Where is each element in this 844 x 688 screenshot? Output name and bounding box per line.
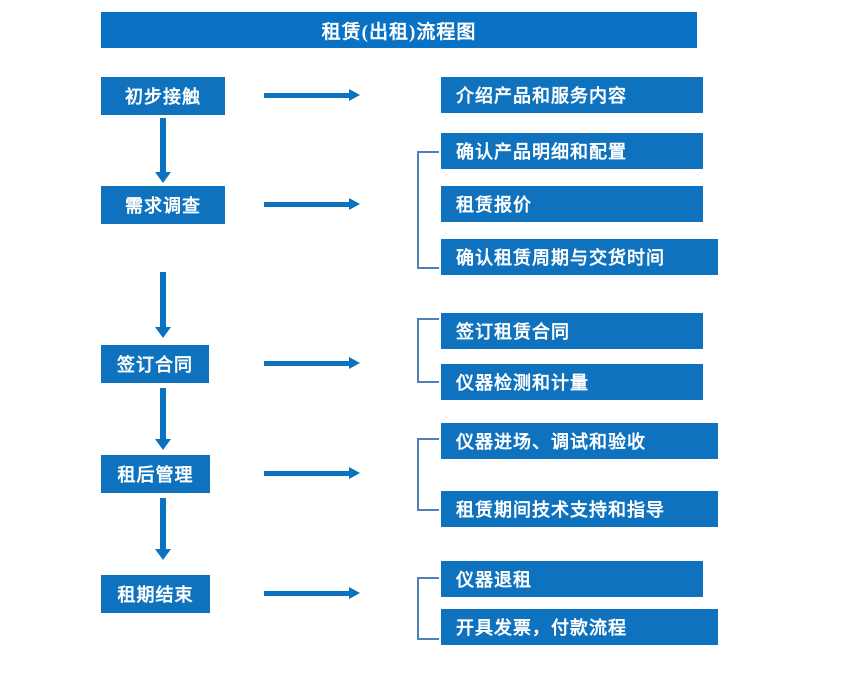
arrow-shaft	[160, 388, 166, 439]
arrow-head	[155, 172, 171, 183]
bracket-stage-5	[417, 577, 439, 640]
stage-node-4[interactable]: 租后管理	[101, 455, 210, 493]
arrow-shaft	[264, 471, 349, 476]
detail-node-4-1[interactable]: 仪器进场、调试和验收	[441, 423, 718, 459]
arrow-head	[155, 327, 171, 338]
arrow-shaft	[160, 272, 166, 327]
bracket-stage-4	[417, 438, 439, 511]
arrow-right-stage-1	[264, 89, 360, 101]
arrow-shaft	[264, 202, 349, 207]
arrow-shaft	[264, 93, 349, 98]
stage-node-3[interactable]: 签订合同	[101, 345, 209, 383]
detail-node-3-2[interactable]: 仪器检测和计量	[441, 364, 703, 400]
arrow-head	[155, 439, 171, 450]
arrow-down-2-to-3	[155, 272, 171, 338]
stage-node-1[interactable]: 初步接触	[101, 77, 225, 115]
detail-node-2-3[interactable]: 确认租赁周期与交货时间	[441, 239, 718, 275]
arrow-head	[349, 198, 360, 210]
detail-node-1-1[interactable]: 介绍产品和服务内容	[441, 77, 703, 113]
arrow-head	[155, 549, 171, 560]
arrow-shaft	[160, 498, 166, 549]
stage-node-5[interactable]: 租期结束	[101, 575, 210, 613]
arrow-right-stage-5	[264, 587, 360, 599]
page-title: 租赁(出租)流程图	[101, 12, 697, 48]
arrow-head	[349, 587, 360, 599]
bracket-stage-3	[417, 318, 439, 383]
arrow-shaft	[264, 361, 349, 366]
arrow-head	[349, 357, 360, 369]
detail-node-5-2[interactable]: 开具发票，付款流程	[441, 609, 718, 645]
arrow-right-stage-4	[264, 467, 360, 479]
arrow-down-3-to-4	[155, 388, 171, 450]
detail-node-5-1[interactable]: 仪器退租	[441, 561, 703, 597]
arrow-right-stage-2	[264, 198, 360, 210]
arrow-head	[349, 467, 360, 479]
arrow-head	[349, 89, 360, 101]
detail-node-3-1[interactable]: 签订租赁合同	[441, 313, 703, 349]
detail-node-2-2[interactable]: 租赁报价	[441, 186, 703, 222]
bracket-stage-2	[417, 151, 439, 269]
arrow-down-1-to-2	[155, 118, 171, 183]
arrow-shaft	[264, 591, 349, 596]
arrow-down-4-to-5	[155, 498, 171, 560]
detail-node-2-1[interactable]: 确认产品明细和配置	[441, 133, 703, 169]
arrow-right-stage-3	[264, 357, 360, 369]
arrow-shaft	[160, 118, 166, 172]
detail-node-4-2[interactable]: 租赁期间技术支持和指导	[441, 491, 718, 527]
stage-node-2[interactable]: 需求调查	[101, 186, 225, 224]
